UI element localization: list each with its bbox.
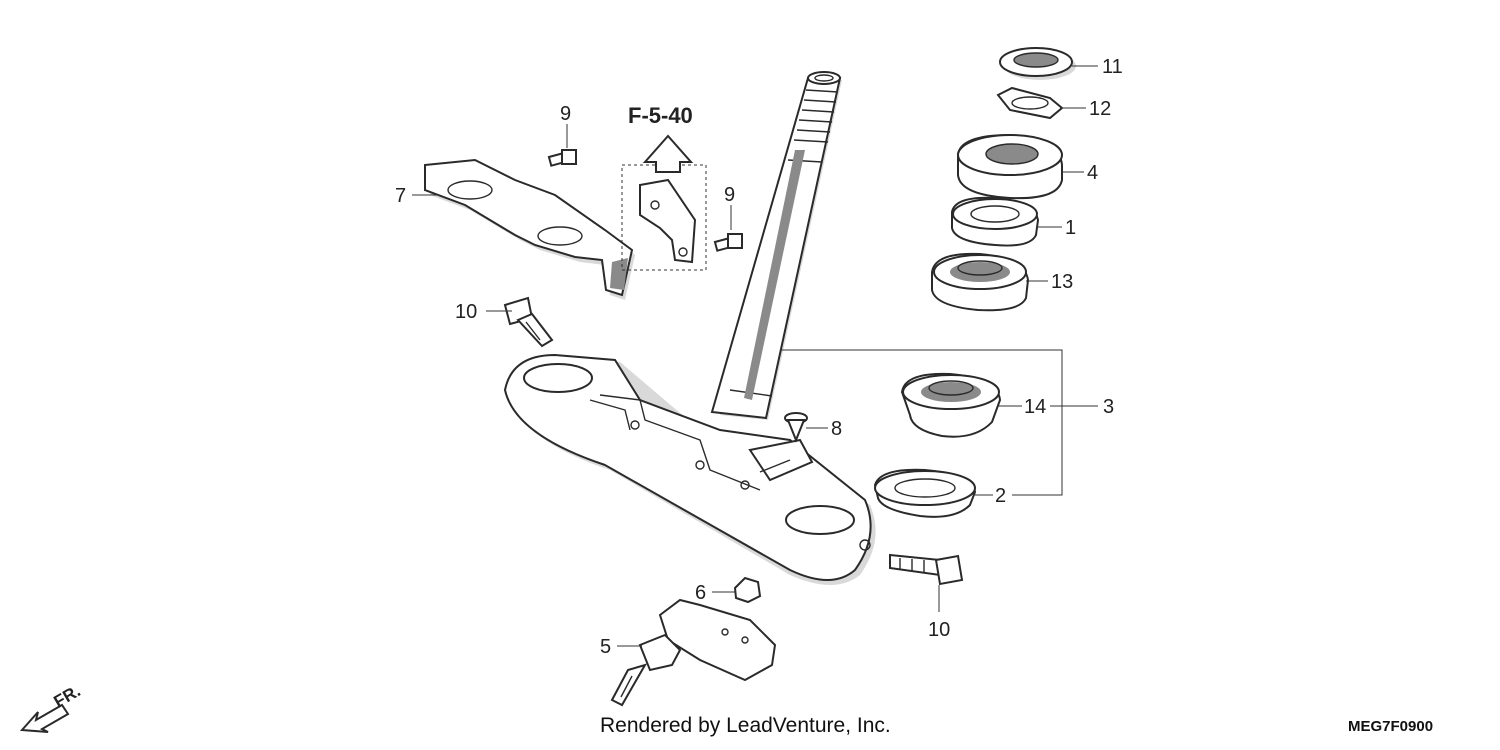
callout-9-right[interactable]: 9 [724, 184, 735, 206]
lower-race[interactable] [873, 468, 977, 518]
small-nut[interactable] [733, 576, 762, 604]
ignition-switch[interactable] [610, 598, 777, 707]
footer-credit: Rendered by LeadVenture, Inc. [600, 714, 891, 737]
screw[interactable] [784, 412, 808, 443]
callout-12[interactable]: 12 [1089, 98, 1111, 120]
callout-8[interactable]: 8 [831, 418, 842, 440]
callout-10-upper[interactable]: 10 [455, 301, 477, 323]
pinch-bolt-lower[interactable] [889, 553, 964, 586]
bracket-plate[interactable] [424, 158, 635, 300]
arrow-front-icon [19, 703, 70, 733]
callout-9-upper[interactable]: 9 [560, 103, 571, 125]
callout-4[interactable]: 4 [1087, 162, 1098, 184]
pinch-bolt-upper[interactable] [503, 296, 554, 348]
lower-bearing[interactable] [900, 372, 1002, 438]
front-direction-indicator: FR. [19, 681, 84, 733]
direction-label: FR. [51, 681, 84, 711]
reference-label[interactable]: F-5-40 [628, 103, 693, 128]
callout-1[interactable]: 1 [1065, 217, 1076, 239]
lock-nut[interactable] [999, 47, 1076, 80]
callout-labels: 11 12 4 1 13 14 3 2 7 10 9 9 8 6 5 10 [395, 56, 1123, 658]
callout-6[interactable]: 6 [695, 582, 706, 604]
small-bolt-upper[interactable] [547, 149, 577, 167]
callout-10-lower[interactable]: 10 [928, 619, 950, 641]
lower-triple-clamp[interactable] [503, 353, 876, 585]
upper-bearing[interactable] [931, 252, 1030, 312]
leader-lines [412, 65, 1098, 647]
callout-7[interactable]: 7 [395, 185, 406, 207]
steering-stem-tube[interactable] [0, 0, 842, 420]
ignition-key-head[interactable] [638, 633, 682, 672]
reference-group: F-5-40 [621, 103, 707, 271]
small-bolt-right[interactable] [713, 233, 743, 252]
ignition-key-blade[interactable] [610, 663, 648, 707]
diagram-code: MEG7F0900 [1348, 718, 1433, 735]
callout-14[interactable]: 14 [1024, 396, 1046, 418]
adjusting-nut[interactable] [957, 133, 1063, 200]
callout-3[interactable]: 3 [1103, 396, 1114, 418]
up-arrow-icon [642, 134, 694, 173]
callout-11[interactable]: 11 [1102, 56, 1123, 78]
callout-2[interactable]: 2 [995, 485, 1006, 507]
callout-13[interactable]: 13 [1051, 271, 1073, 293]
dust-seal[interactable] [951, 196, 1040, 247]
lock-washer[interactable] [996, 86, 1064, 120]
callout-5[interactable]: 5 [600, 636, 611, 658]
